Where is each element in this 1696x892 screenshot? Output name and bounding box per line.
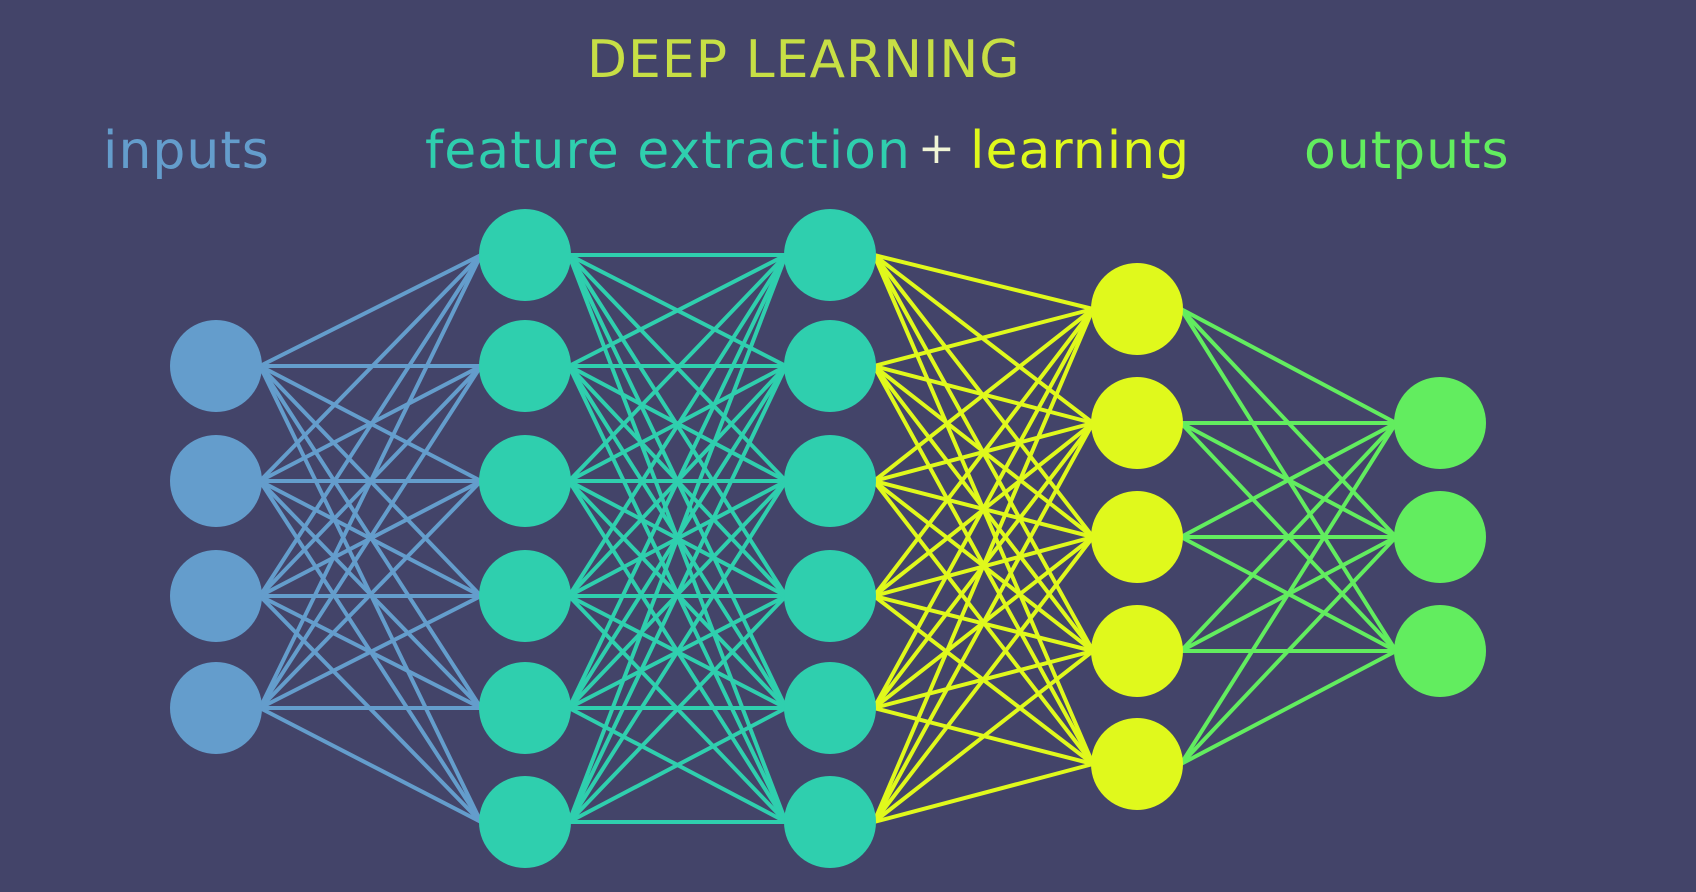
input-node-3 [170, 550, 262, 642]
connection-hidden-1-6-to-hidden-2-3 [567, 479, 788, 824]
connection-input-1-to-hidden-1-1 [258, 253, 483, 368]
connection-hidden-1-6-to-hidden-2-4 [567, 594, 788, 824]
inputs-label: inputs [103, 121, 270, 181]
hidden-3-node-4 [1091, 605, 1183, 697]
input-node-4 [170, 662, 262, 754]
connection-input-4-to-hidden-1-2 [258, 364, 483, 710]
output-node-2 [1394, 491, 1486, 583]
outputs-label: outputs [1304, 121, 1510, 181]
hidden-1-node-4 [479, 550, 571, 642]
connection-hidden-3-5-to-output-1 [1179, 421, 1398, 766]
hidden-1-node-5 [479, 662, 571, 754]
hidden-1-node-3 [479, 435, 571, 527]
connection-input-3-to-hidden-1-1 [258, 253, 483, 598]
connection-hidden-2-6-to-hidden-3-4 [872, 649, 1095, 824]
connection-hidden-1-2-to-hidden-2-1 [567, 253, 788, 368]
connection-hidden-3-1-to-output-1 [1179, 307, 1398, 425]
hidden-2-node-2 [784, 320, 876, 412]
connection-hidden-2-4-to-hidden-3-1 [872, 307, 1095, 598]
connection-hidden-2-6-to-hidden-3-1 [872, 307, 1095, 824]
connection-hidden-1-3-to-hidden-2-1 [567, 253, 788, 483]
connection-hidden-2-6-to-hidden-3-3 [872, 535, 1095, 824]
connection-hidden-1-5-to-hidden-2-1 [567, 253, 788, 710]
hidden-2-node-3 [784, 435, 876, 527]
input-node-2 [170, 435, 262, 527]
nodes-group [170, 209, 1486, 868]
connection-hidden-1-6-to-hidden-2-5 [567, 706, 788, 824]
hidden-2-node-4 [784, 550, 876, 642]
hidden-2-node-6 [784, 776, 876, 868]
connection-input-4-to-hidden-1-4 [258, 594, 483, 710]
hidden-1-node-6 [479, 776, 571, 868]
connection-hidden-3-4-to-output-1 [1179, 421, 1398, 653]
connection-input-4-to-hidden-1-6 [258, 706, 483, 824]
input-node-1 [170, 320, 262, 412]
connection-hidden-2-2-to-hidden-3-1 [872, 307, 1095, 368]
connection-input-4-to-hidden-1-3 [258, 479, 483, 710]
hidden-3-node-3 [1091, 491, 1183, 583]
hidden-1-node-2 [479, 320, 571, 412]
connection-hidden-3-5-to-output-3 [1179, 649, 1398, 766]
hidden-2-node-5 [784, 662, 876, 754]
hidden-2-node-1 [784, 209, 876, 301]
hidden-1-node-1 [479, 209, 571, 301]
connection-hidden-2-6-to-hidden-3-5 [872, 762, 1095, 824]
connection-hidden-2-6-to-hidden-3-2 [872, 421, 1095, 824]
connections-group [258, 253, 1398, 824]
connection-hidden-3-3-to-output-1 [1179, 421, 1398, 539]
hidden-3-node-5 [1091, 718, 1183, 810]
connection-hidden-2-5-to-hidden-3-1 [872, 307, 1095, 710]
connection-hidden-1-6-to-hidden-2-2 [567, 364, 788, 824]
hidden-3-node-2 [1091, 377, 1183, 469]
feature-extraction-label: feature extraction [425, 121, 911, 181]
connection-hidden-1-4-to-hidden-2-1 [567, 253, 788, 598]
connection-hidden-2-1-to-hidden-3-1 [872, 253, 1095, 311]
connection-input-4-to-hidden-1-1 [258, 253, 483, 710]
diagram-title: DEEP LEARNING [587, 30, 1021, 90]
connection-hidden-1-6-to-hidden-2-1 [567, 253, 788, 824]
learning-label: learning [970, 121, 1191, 181]
hidden-3-node-1 [1091, 263, 1183, 355]
connection-input-2-to-hidden-1-1 [258, 253, 483, 483]
connection-hidden-2-3-to-hidden-3-1 [872, 307, 1095, 483]
plus-sign: + [918, 123, 956, 174]
connection-hidden-3-5-to-output-2 [1179, 535, 1398, 766]
output-node-3 [1394, 605, 1486, 697]
output-node-1 [1394, 377, 1486, 469]
